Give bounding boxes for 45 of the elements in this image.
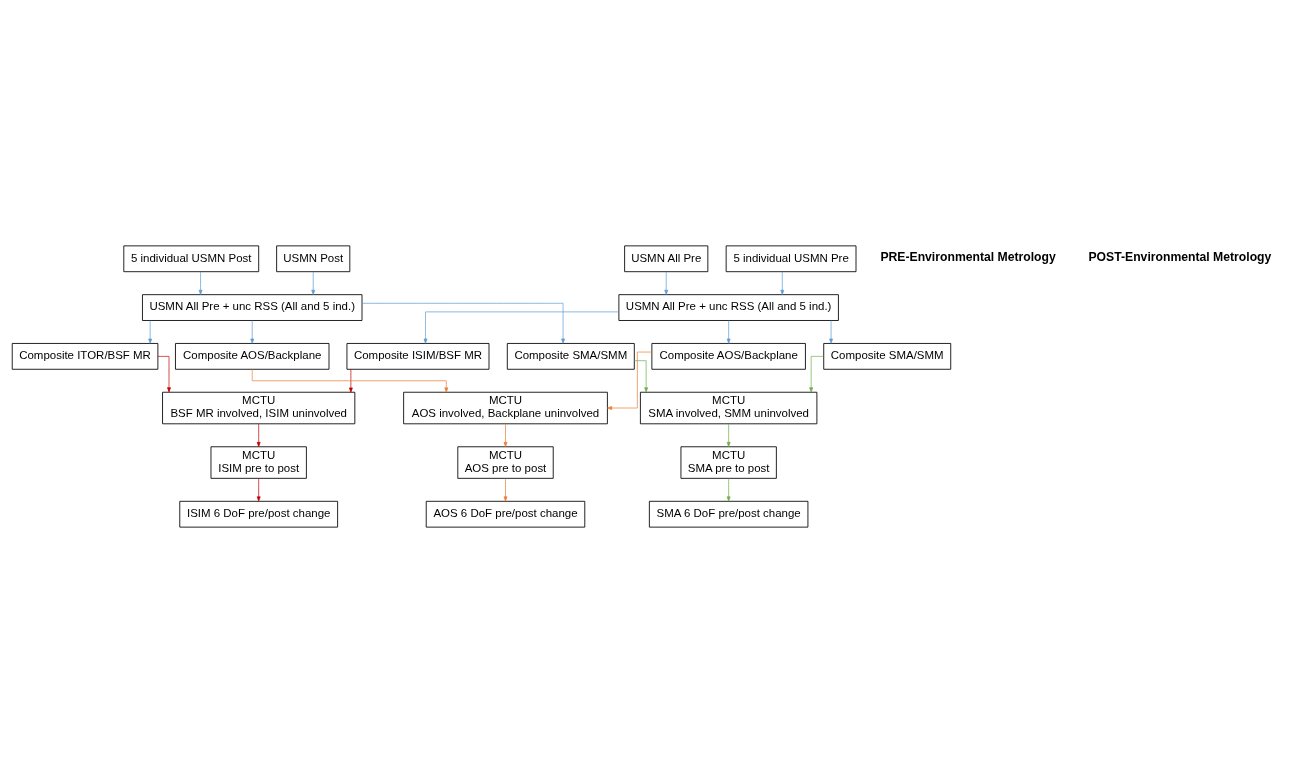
arrow — [503, 477, 508, 501]
arrow — [251, 368, 449, 393]
node-box: MCTU ISIM pre to post — [210, 445, 307, 479]
node-box: MCTU BSF MR involved, ISIM uninvolved — [162, 391, 356, 424]
arrow — [664, 271, 669, 295]
node-box: ISIM 6 DoF pre/post change — [179, 500, 339, 528]
node-box: MCTU SMA pre to post — [680, 445, 777, 479]
arrow — [726, 423, 731, 447]
node-box: Composite ITOR/BSF MR — [11, 342, 159, 370]
node-box: 5 individual USMN Pre — [725, 244, 857, 272]
arrow — [726, 477, 731, 501]
node-box: USMN All Pre + unc RSS (All and 5 ind.) — [618, 293, 839, 321]
arrow — [349, 368, 353, 393]
arrow — [256, 423, 261, 447]
arrow — [250, 319, 255, 344]
arrow — [148, 319, 153, 344]
node-box: Composite AOS/Backplane — [175, 342, 330, 370]
arrow — [726, 319, 731, 344]
arrow — [157, 355, 171, 392]
label: PRE-Environmental Metrology — [880, 249, 1056, 264]
arrow — [361, 302, 565, 344]
arrow — [198, 271, 203, 295]
arrow — [256, 477, 261, 501]
node-box: Composite ISIM/BSF MR — [346, 342, 490, 370]
node-box: SMA 6 DoF pre/post change — [648, 500, 809, 528]
arrow — [634, 359, 648, 392]
arrow — [311, 271, 316, 295]
node-box: MCTU AOS pre to post — [457, 445, 554, 479]
arrow — [503, 423, 508, 447]
arrow — [809, 355, 824, 392]
arrow — [423, 311, 620, 344]
arrow — [607, 351, 653, 410]
node-box: MCTU AOS involved, Backplane uninvolved — [403, 391, 608, 424]
node-box: USMN All Pre + unc RSS (All and 5 ind.) — [142, 293, 363, 321]
node-box: USMN All Pre — [624, 244, 709, 272]
node-box: USMN Post — [276, 244, 351, 272]
node-box: AOS 6 DoF pre/post change — [425, 500, 586, 528]
node-box: Composite SMA/SMM — [823, 342, 952, 370]
arrow — [780, 271, 785, 295]
node-box: MCTU SMA involved, SMM uninvolved — [639, 391, 818, 424]
arrow — [829, 319, 833, 344]
node-box: 5 individual USMN Post — [123, 244, 260, 272]
node-box: Composite AOS/Backplane — [651, 342, 806, 370]
node-box: Composite SMA/SMM — [506, 342, 635, 370]
label: POST-Environmental Metrology — [1088, 249, 1272, 264]
